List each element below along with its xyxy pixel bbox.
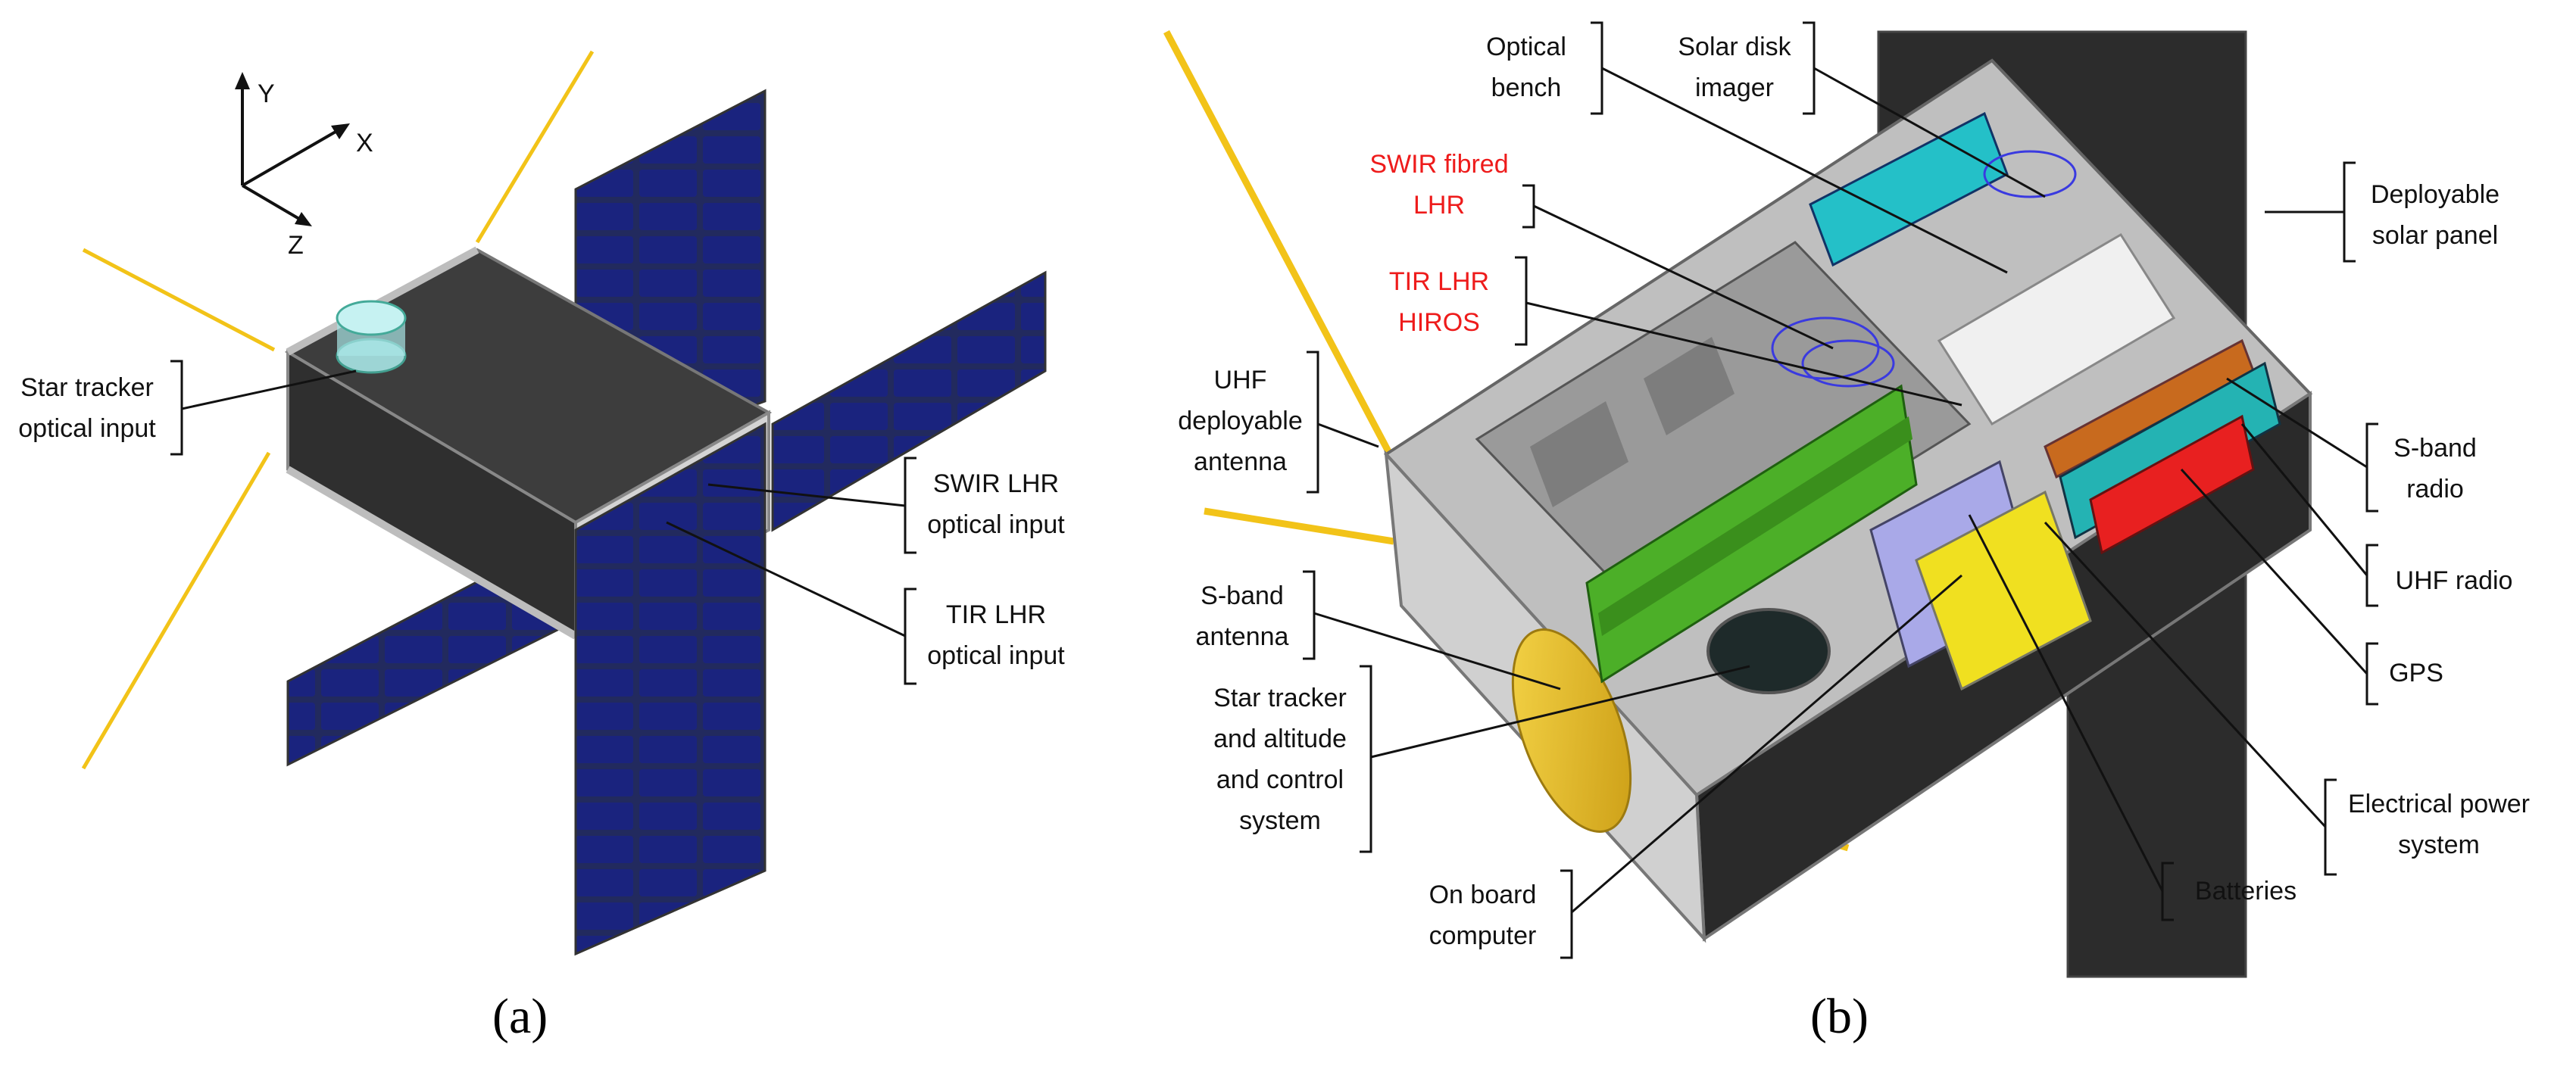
solar-wing-right: [771, 270, 1047, 532]
label-uhf-deployable-antenna: UHF deployable antenna: [1178, 366, 1303, 476]
label-tir-lhr-hiros: TIR LHR HIROS: [1388, 267, 1490, 337]
eps-board: [1915, 490, 2092, 691]
label-swir-lhr-optical-input: SWIR LHR optical input: [927, 469, 1065, 539]
uhf-antenna-rod: [1163, 30, 1393, 457]
label-batteries: Batteries: [2194, 877, 2297, 905]
label-tir-lhr-optical-input: TIR LHR optical input: [927, 600, 1065, 670]
axis-x-label: X: [356, 129, 373, 157]
label-electrical-power-system: Electrical power system: [2348, 790, 2530, 859]
axis-y-label: Y: [258, 79, 275, 108]
caption-panel-a: (a): [492, 989, 548, 1044]
label-solar-disk-imager: Solar disk imager: [1678, 33, 1791, 102]
fibre-loops: [1771, 150, 2077, 388]
label-gps: GPS: [2389, 659, 2443, 687]
label-s-band-radio: S-band radio: [2393, 434, 2477, 503]
label-uhf-radio: UHF radio: [2395, 566, 2513, 595]
label-optical-bench: Optical bench: [1486, 33, 1566, 102]
radio-red: [2089, 414, 2255, 555]
label-deployable-solar-panel: Deployable solar panel: [2370, 180, 2500, 250]
tir-lhr-block: [1937, 232, 2176, 426]
label-star-tracker-optical-input: Star tracker optical input: [18, 373, 156, 443]
axis-z-label: Z: [288, 231, 304, 260]
label-swir-fibred-lhr: SWIR fibred LHR: [1369, 150, 1509, 220]
panel-b-illustration: [1163, 21, 2378, 978]
leaders-b: [1303, 21, 2378, 959]
optical-bench-block: [1475, 241, 1972, 622]
label-s-band-antenna: S-band antenna: [1195, 581, 1289, 651]
caption-panel-b: (b): [1810, 989, 1869, 1044]
label-star-tracker-adcs: Star tracker and altitude and control sy…: [1213, 684, 1347, 835]
cubesat-rails: [286, 246, 578, 640]
antenna-rods: [81, 50, 595, 770]
solar-wing-bottom: [574, 422, 767, 956]
axes-triad: [235, 72, 350, 226]
panel-a-illustration: [81, 50, 1047, 956]
label-on-board-computer: On board computer: [1429, 881, 1537, 950]
solar-disk-imager-block: [1809, 111, 2009, 267]
star-tracker-port: [1706, 608, 1831, 694]
leaders-a: [170, 360, 916, 685]
